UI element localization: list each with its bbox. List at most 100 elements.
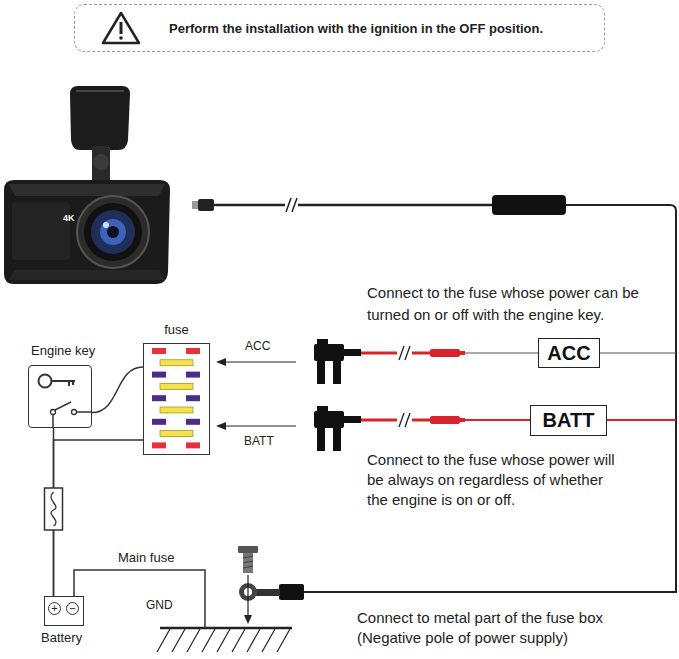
batt-fuse-tap <box>399 413 410 427</box>
fuse-blade <box>186 442 200 448</box>
acc-fuse-tap <box>314 339 676 384</box>
ground-terminal <box>238 546 304 624</box>
label-holder: GND <box>146 598 173 612</box>
dashcam-illustration <box>9 270 165 280</box>
direction-arrow <box>216 422 226 430</box>
instruction-note: Connect to the fuse whose power can be t… <box>367 282 652 326</box>
label-holder: 4K <box>63 213 75 223</box>
batt-fuse-tap <box>430 416 460 424</box>
direction-arrow <box>224 425 296 426</box>
wire-tag-box: ACC <box>538 338 600 368</box>
switch-lever <box>55 402 71 410</box>
battery-label: Battery <box>41 630 82 645</box>
instruction-note: Connect to the fuse whose power will be … <box>367 450 627 510</box>
dashcam-illustration <box>107 226 119 238</box>
fuse-blade <box>152 372 166 378</box>
acc-fuse-tap <box>430 349 460 357</box>
dashcam-illustration <box>4 180 170 284</box>
battery-terminal: + <box>48 602 61 615</box>
dashcam-illustration <box>93 154 109 170</box>
text-holder: + <box>48 602 61 615</box>
ignition-switch-box: Engine key <box>28 365 92 428</box>
label-holder: ACC <box>245 339 270 353</box>
ground-terminal <box>238 546 258 553</box>
dashcam-illustration <box>103 222 109 228</box>
ground-label: GND <box>146 598 173 612</box>
dashcam-illustration <box>9 184 165 196</box>
ground-terminal <box>255 589 280 596</box>
main-fuse-wire <box>74 570 205 628</box>
ignition-switch-symbol <box>29 366 91 427</box>
label-holder: BATT <box>244 434 274 448</box>
dashcam-illustration <box>77 196 149 268</box>
switch-heading: Engine key <box>31 343 95 358</box>
fuse-blade <box>152 442 166 448</box>
fuse-blade <box>186 348 200 354</box>
warning-icon <box>120 22 123 34</box>
dashcam-illustration <box>70 86 130 150</box>
acc-fuse-tap <box>460 351 465 355</box>
acc-fuse-tap <box>361 352 430 355</box>
text-holder: fuse <box>128 322 225 337</box>
fuse-blade <box>160 360 193 366</box>
battery-terminal: − <box>66 602 79 615</box>
ground-terminal <box>243 556 253 568</box>
dashcam-illustration <box>76 90 124 92</box>
main-fuse-wire <box>74 570 205 628</box>
batt-fuse-tap <box>314 406 361 451</box>
dashcam-illustration <box>84 203 142 261</box>
fuse-blade <box>186 419 200 425</box>
text-holder: Engine key <box>31 343 95 358</box>
switch-contact <box>51 410 56 415</box>
fuse-slot-label: BATT <box>244 434 274 448</box>
wire-tag: BATT <box>543 409 595 432</box>
power-cable <box>214 204 285 207</box>
batt-fuse-tap <box>314 406 676 451</box>
label-holder: Connect to the fuse whose power can be t… <box>367 282 652 326</box>
fuse-blade <box>160 407 193 413</box>
warning-box: Perform the installation with the igniti… <box>74 4 605 52</box>
key-icon <box>52 381 76 386</box>
warning-icon <box>101 11 141 45</box>
acc-fuse-tap <box>399 346 410 360</box>
warning-icon <box>103 13 139 43</box>
ground-symbol <box>160 627 292 630</box>
wire <box>54 440 144 596</box>
fuse-rows <box>144 344 209 454</box>
key-icon <box>39 375 52 388</box>
ground-terminal <box>243 553 253 573</box>
fuse-box-heading: fuse <box>128 322 225 337</box>
power-cable <box>303 205 676 592</box>
power-cable <box>298 204 492 207</box>
wire <box>92 367 143 413</box>
direction-arrow <box>224 361 296 362</box>
label-holder: Connect to metal part of the fuse box (N… <box>357 608 637 648</box>
fuse-blade <box>152 395 166 401</box>
power-cable <box>198 199 214 211</box>
ground-terminal <box>247 575 248 616</box>
wire-label: Main fuse <box>118 550 174 565</box>
power-cable <box>492 195 566 215</box>
fuse-blade <box>152 419 166 425</box>
fuse-blade <box>160 431 193 437</box>
power-cable <box>286 198 297 212</box>
dashcam-illustration <box>12 202 70 260</box>
model-badge: 4K <box>63 213 75 223</box>
fuse-slot-label: ACC <box>245 339 270 353</box>
fuse-blade <box>186 372 200 378</box>
batt-fuse-tap <box>460 418 465 422</box>
fuse-blade <box>160 383 193 389</box>
warning-text: Perform the installation with the igniti… <box>169 21 543 36</box>
dashcam-illustration <box>91 210 135 254</box>
wire-tag-box: BATT <box>530 405 607 436</box>
fuse-blade <box>152 348 166 354</box>
label-holder: Main fuse <box>118 550 174 565</box>
ground-terminal <box>244 615 252 624</box>
direction-arrow <box>216 358 226 366</box>
fuse-box: fuse <box>143 343 210 455</box>
acc-fuse-tap <box>314 339 361 384</box>
ground-symbol <box>157 628 292 652</box>
ground-terminal <box>279 584 304 600</box>
